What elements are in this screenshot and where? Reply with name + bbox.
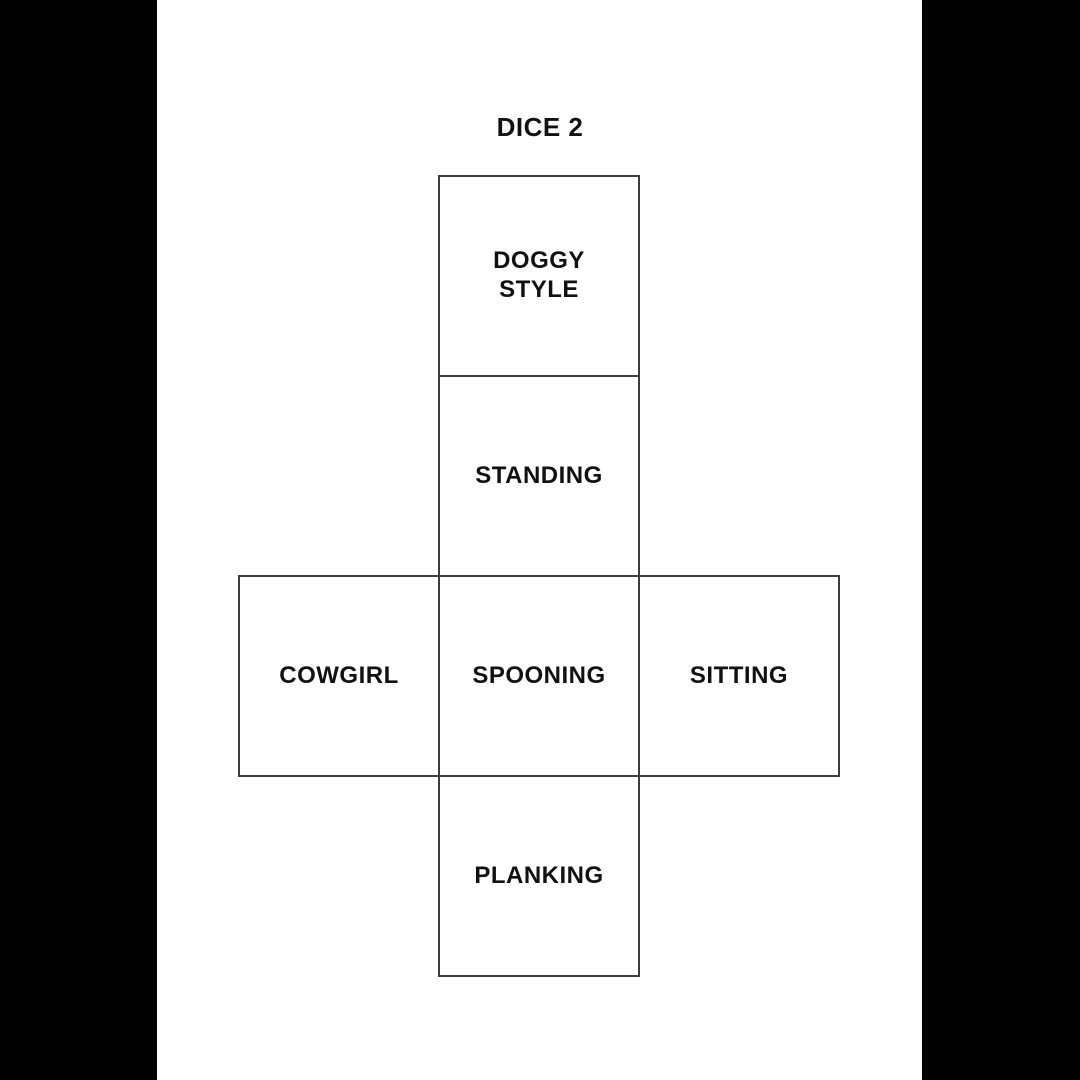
die-face-label: PLANKING — [474, 861, 604, 889]
die-face-label: SPOONING — [472, 661, 606, 689]
die-face-label: COWGIRL — [279, 661, 399, 689]
right-letterbox-bar — [922, 0, 1080, 1080]
die-face-label: SITTING — [689, 661, 789, 689]
page-title: DICE 2 — [496, 112, 584, 142]
die-face-label: DOGGY STYLE — [493, 247, 585, 303]
die-face-label: STANDING — [475, 461, 603, 489]
die-face-sitting: SITTING — [638, 575, 840, 777]
die-face-spooning: SPOONING — [438, 575, 640, 777]
die-face-standing: STANDING — [438, 375, 640, 577]
die-face-doggy-style: DOGGY STYLE — [438, 175, 640, 377]
die-face-cowgirl: COWGIRL — [238, 575, 440, 777]
die-face-planking: PLANKING — [438, 775, 640, 977]
left-letterbox-bar — [0, 0, 157, 1080]
